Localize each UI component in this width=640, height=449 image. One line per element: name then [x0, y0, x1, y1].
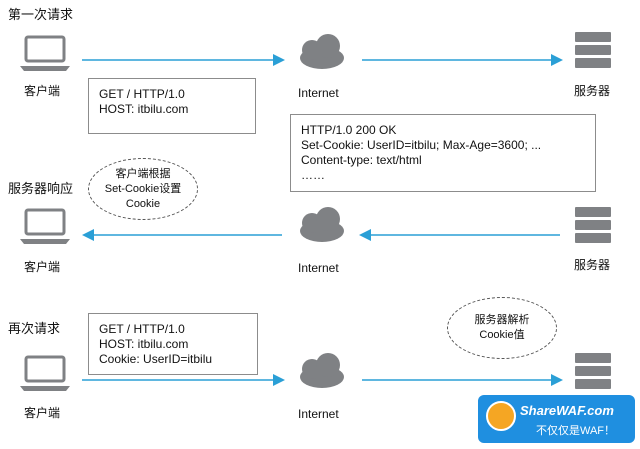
server-note-ellipse: 服务器解析 Cookie值: [447, 297, 557, 359]
response-line: Set-Cookie: UserID=itbilu; Max-Age=3600;…: [301, 138, 542, 152]
response-line: Content-type: text/html: [301, 153, 422, 167]
internet-label: Internet: [298, 86, 339, 100]
laptop-icon: [20, 208, 70, 244]
watermark-badge: ShareWAF.com 不仅仅是WAF！: [478, 395, 635, 443]
note-line: Cookie值: [479, 329, 525, 341]
note-line: Set-Cookie设置: [104, 182, 182, 195]
note-line: 服务器解析: [474, 314, 530, 326]
internet-label: Internet: [298, 407, 339, 421]
request-line: HOST: itbilu.com: [99, 102, 189, 116]
server-label: 服务器: [574, 258, 611, 272]
section-title: 第一次请求: [8, 7, 74, 22]
client-note-ellipse: 客户端根据 Set-Cookie设置 Cookie: [88, 158, 198, 220]
cloud-icon: [300, 34, 344, 69]
server-icon: [575, 207, 611, 243]
internet-label: Internet: [298, 261, 339, 275]
response-box: HTTP/1.0 200 OK Set-Cookie: UserID=itbil…: [290, 114, 596, 192]
section-title: 服务器响应: [8, 181, 74, 196]
client-label: 客户端: [24, 260, 61, 274]
cloud-icon: [300, 207, 344, 242]
client-label: 客户端: [24, 84, 61, 98]
request-line: GET / HTTP/1.0: [99, 87, 185, 101]
cloud-icon: [300, 353, 344, 388]
sharewaf-logo-icon: [486, 401, 516, 431]
request-box: GET / HTTP/1.0 HOST: itbilu.com: [88, 78, 256, 134]
laptop-icon: [20, 35, 70, 71]
laptop-icon: [20, 355, 70, 391]
request-box: GET / HTTP/1.0 HOST: itbilu.com Cookie: …: [88, 313, 258, 375]
watermark-slogan: 不仅仅是WAF！: [536, 425, 616, 437]
section-title: 再次请求: [8, 321, 61, 336]
request-line: HOST: itbilu.com: [99, 337, 189, 351]
response-line: ……: [301, 168, 325, 182]
request-line: Cookie: UserID=itbilu: [99, 352, 213, 366]
server-label: 服务器: [574, 84, 611, 98]
response-line: HTTP/1.0 200 OK: [301, 123, 397, 137]
server-icon: [575, 353, 611, 389]
request-line: GET / HTTP/1.0: [99, 322, 185, 336]
note-line: Cookie: [125, 197, 161, 210]
note-line: 客户端根据: [115, 167, 171, 180]
client-label: 客户端: [24, 406, 61, 420]
server-icon: [575, 32, 611, 68]
watermark-name: ShareWAF.com: [520, 403, 614, 418]
